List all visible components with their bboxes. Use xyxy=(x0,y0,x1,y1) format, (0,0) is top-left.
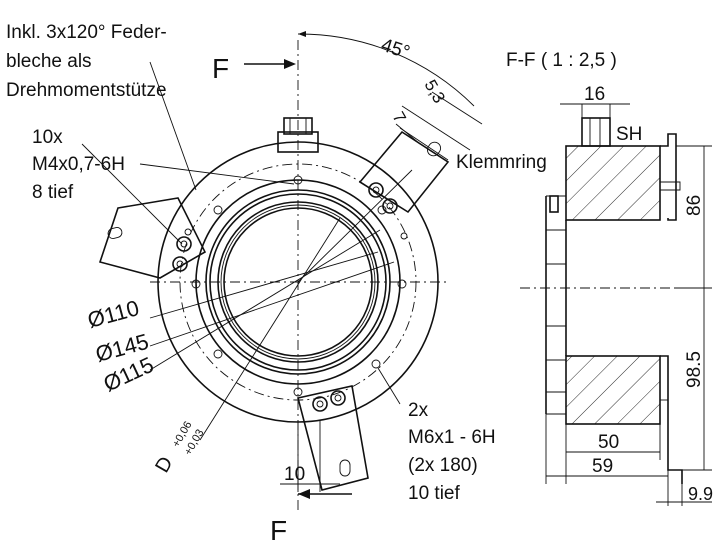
feder-note-line1: Inkl. 3x120° Feder- xyxy=(6,22,167,43)
dim-59: 59 xyxy=(592,456,613,477)
thread2-line2: M6x1 - 6H xyxy=(408,427,496,448)
klemmring-label: Klemmring xyxy=(456,152,547,173)
cut-label-top: F xyxy=(212,53,229,84)
dim-phi110: Ø110 xyxy=(85,295,142,333)
dim-50: 50 xyxy=(598,432,619,453)
thread2-line1: 2x xyxy=(408,400,429,421)
dim-angle: 45° xyxy=(378,35,412,64)
dim-16: 16 xyxy=(584,84,605,105)
dim-7: 7 xyxy=(389,109,410,127)
dim-98-5: 98.5 xyxy=(684,351,705,388)
left-lug xyxy=(98,197,207,279)
section-lower-block xyxy=(565,355,661,425)
sh-label: SH xyxy=(616,124,642,145)
feder-note-line2: bleche als xyxy=(6,51,92,72)
view-title: F-F ( 1 : 2,5 ) xyxy=(506,50,617,71)
thread2-line3: (2x 180) xyxy=(408,455,478,476)
thread2-line4: 10 tief xyxy=(408,483,460,504)
front-view xyxy=(81,31,483,512)
top-right-lug xyxy=(358,130,450,214)
thread10-line3: 8 tief xyxy=(32,182,74,203)
feder-note-line3: Drehmomentstütze xyxy=(6,80,167,101)
section-upper-block xyxy=(565,145,661,221)
cut-label-bottom: F xyxy=(270,515,287,546)
dim-10: 10 xyxy=(284,464,305,485)
dim-bore: D xyxy=(151,453,177,477)
dim-86: 86 xyxy=(684,195,705,216)
annotations: Inkl. 3x120° Feder- bleche als Drehmomen… xyxy=(6,22,713,546)
section-view xyxy=(520,103,712,506)
bottom-lug xyxy=(297,385,369,491)
dim-9-9: 9.9 xyxy=(688,484,713,504)
thread10-line1: 10x xyxy=(32,127,63,148)
thread10-line2: M4x0,7-6H xyxy=(32,154,125,175)
sh-connector xyxy=(581,117,611,147)
